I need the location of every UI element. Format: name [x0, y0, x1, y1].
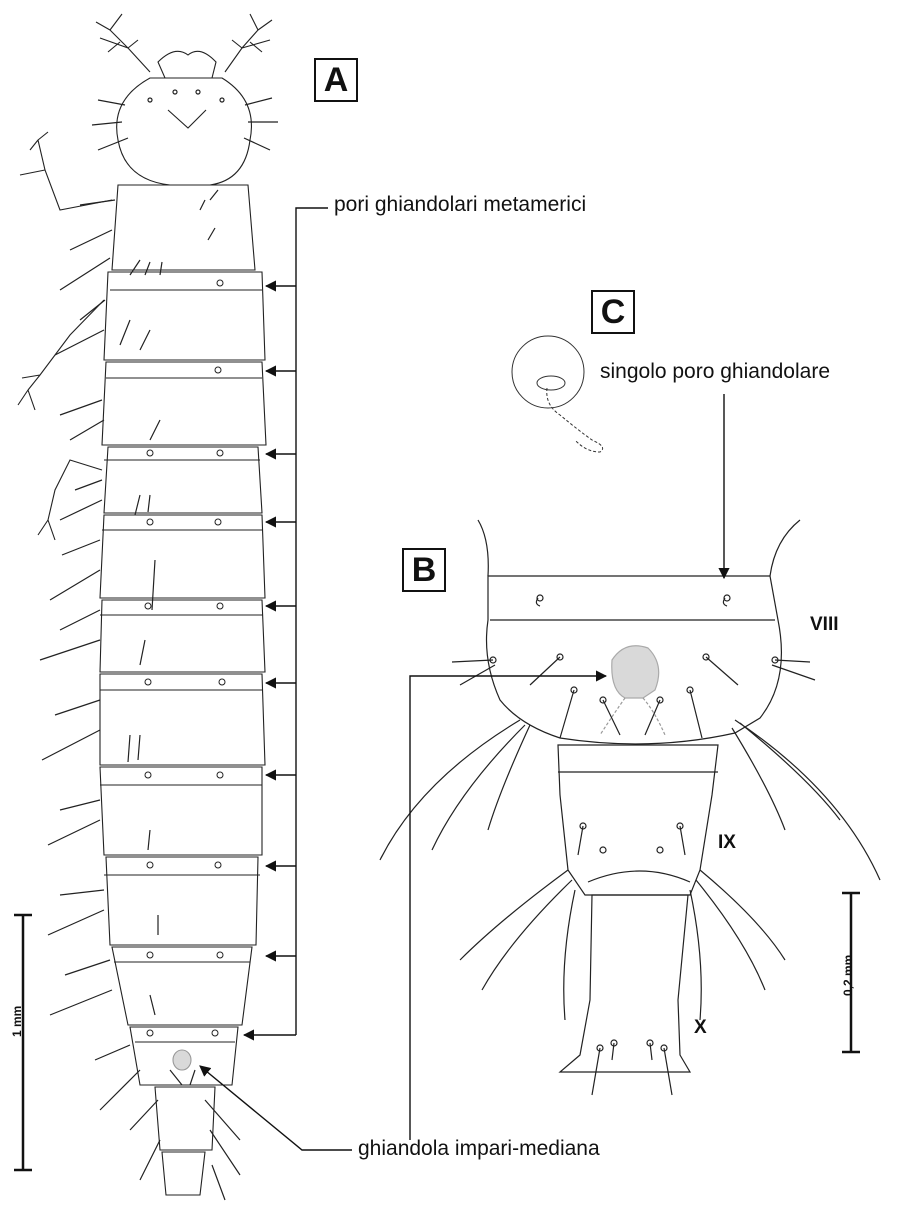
- median-gland-b: [612, 646, 659, 698]
- panel-a-label: A: [314, 58, 358, 102]
- median-gland-leader: [200, 1066, 352, 1150]
- mouthparts: [158, 51, 216, 78]
- scale-label-right: 0,2 mm: [841, 955, 855, 996]
- body-segments: [100, 185, 266, 1195]
- panel-c-pore: [512, 336, 603, 452]
- segment-ix-outline: [558, 745, 718, 895]
- segment-viii-label: VIII: [810, 614, 839, 636]
- legs: [18, 132, 112, 540]
- panel-b-terminal: [380, 520, 880, 1095]
- panel-b-label: B: [402, 548, 446, 592]
- antennae: [96, 14, 272, 72]
- single-pore-label: singolo poro ghiandolare: [600, 360, 830, 384]
- scale-label-left: 1 mm: [10, 1006, 24, 1037]
- median-gland-label: ghiandola impari-mediana: [358, 1137, 600, 1161]
- median-gland-a: [173, 1050, 191, 1070]
- segment-x-outline: [560, 895, 690, 1072]
- segment-pores: [145, 280, 225, 1036]
- head-setae: [92, 90, 278, 150]
- panel-a-larva: [18, 14, 278, 1200]
- dorsal-setae: [120, 190, 218, 1085]
- scale-bar-left: [14, 915, 32, 1170]
- segment-ix-label: IX: [718, 832, 736, 854]
- segment-x-label: X: [694, 1017, 707, 1039]
- head-capsule: [117, 78, 252, 185]
- panel-c-label: C: [591, 290, 635, 334]
- metameric-pores-label: pori ghiandolari metamerici: [334, 193, 586, 217]
